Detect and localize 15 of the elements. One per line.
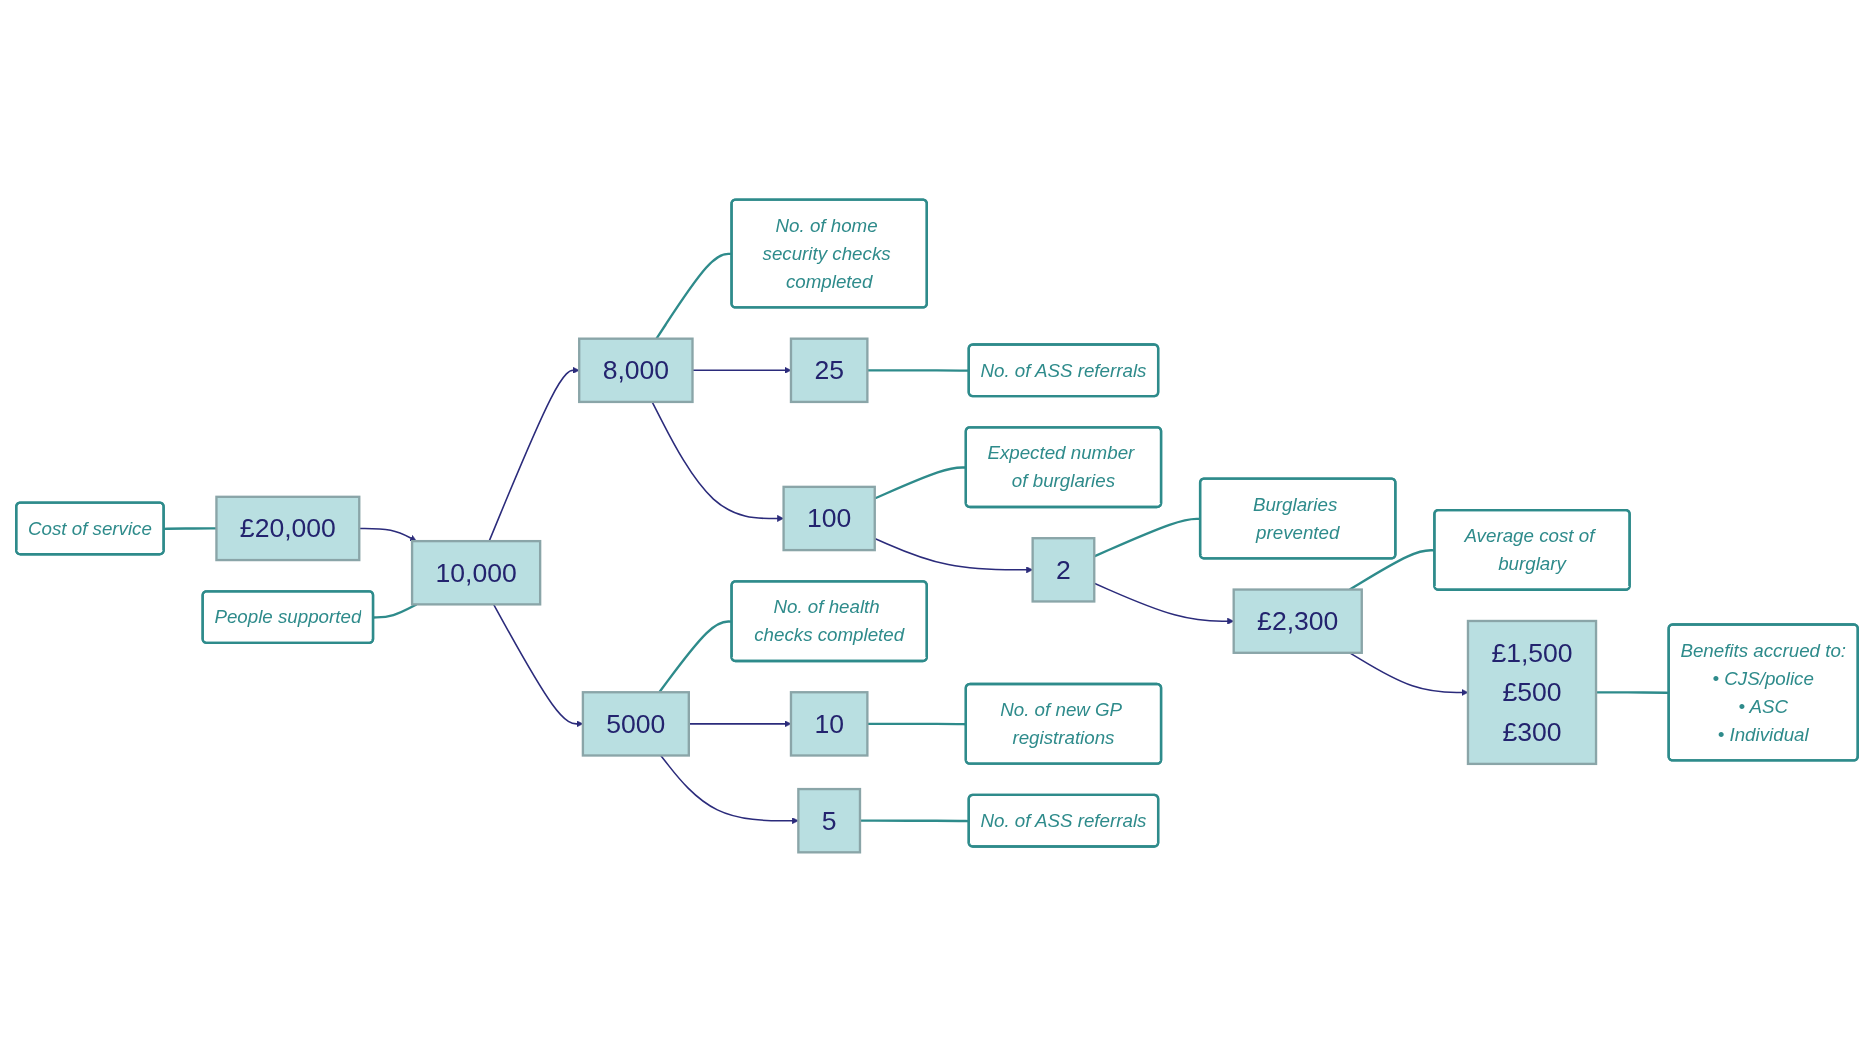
connector [164, 527, 217, 530]
node-box: 2 [1031, 537, 1096, 603]
node-box: 100 [782, 485, 876, 552]
node-box: 10 [789, 691, 869, 757]
arrow [651, 401, 784, 522]
node-box: 10,000 [410, 539, 542, 606]
node-box: £1,500 £500 £300 [1466, 619, 1598, 766]
node-box: £2,300 [1232, 588, 1363, 654]
node-box: 25 [789, 337, 869, 404]
node-box: 5 [797, 787, 862, 854]
node-box: 8,000 [578, 337, 694, 404]
arrow [488, 366, 580, 542]
connector [658, 620, 732, 693]
node-box: 5000 [581, 691, 690, 757]
node-box: £20,000 [215, 495, 361, 562]
